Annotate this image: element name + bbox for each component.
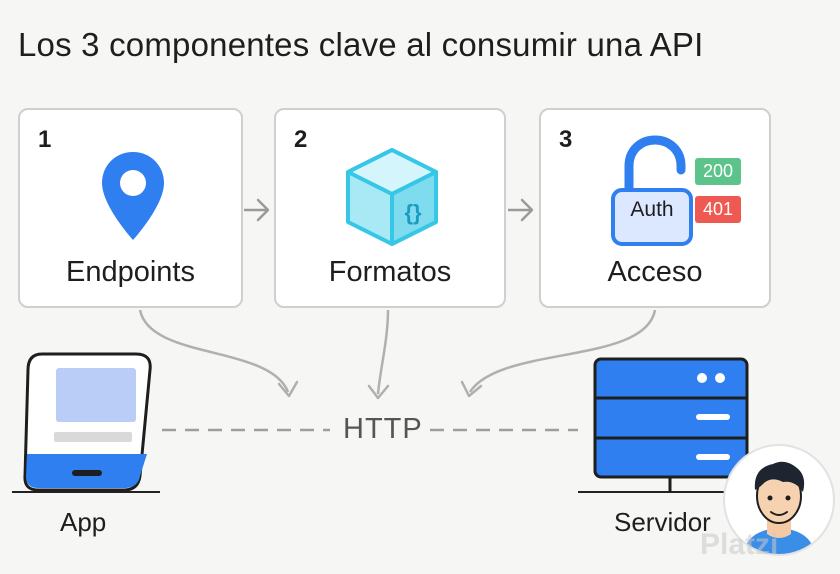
- person-avatar-icon: [743, 461, 815, 554]
- card-label: Endpoints: [66, 256, 195, 288]
- location-pin-icon: [102, 152, 164, 240]
- card-label: Acceso: [607, 256, 703, 288]
- curve-access-to-http: [468, 309, 657, 393]
- phone-app-icon: [23, 352, 152, 492]
- unlocked-padlock-icon: [611, 135, 693, 246]
- component-card-endpoints: 1 Endpoints: [18, 108, 243, 308]
- component-card-formats: 2 {} Formatos: [274, 108, 506, 308]
- code-cube-icon: {}: [346, 148, 438, 246]
- component-card-access: 3 Auth 200 401 Acceso: [539, 108, 771, 308]
- http-label: HTTP: [343, 413, 423, 445]
- server-label: Servidor: [614, 507, 711, 537]
- card-number: 1: [38, 126, 52, 153]
- card-number: 2: [294, 126, 308, 153]
- avatar: [723, 444, 835, 556]
- watermark-text: Platzi: [700, 528, 779, 561]
- status-badge-401: 401: [695, 196, 741, 223]
- platzi-watermark: Platzi: [700, 528, 778, 562]
- card-number: 3: [559, 126, 573, 153]
- server-icon: [593, 357, 749, 492]
- page-title: Los 3 componentes clave al consumir una …: [18, 26, 704, 63]
- card-label: Formatos: [328, 256, 452, 288]
- status-badge-200: 200: [695, 158, 741, 185]
- curve-endpoints-to-http: [138, 309, 290, 393]
- curve-formats-to-http: [376, 309, 390, 395]
- auth-label: Auth: [630, 198, 674, 221]
- svg-text:{}: {}: [404, 200, 422, 225]
- client-label: App: [60, 507, 107, 537]
